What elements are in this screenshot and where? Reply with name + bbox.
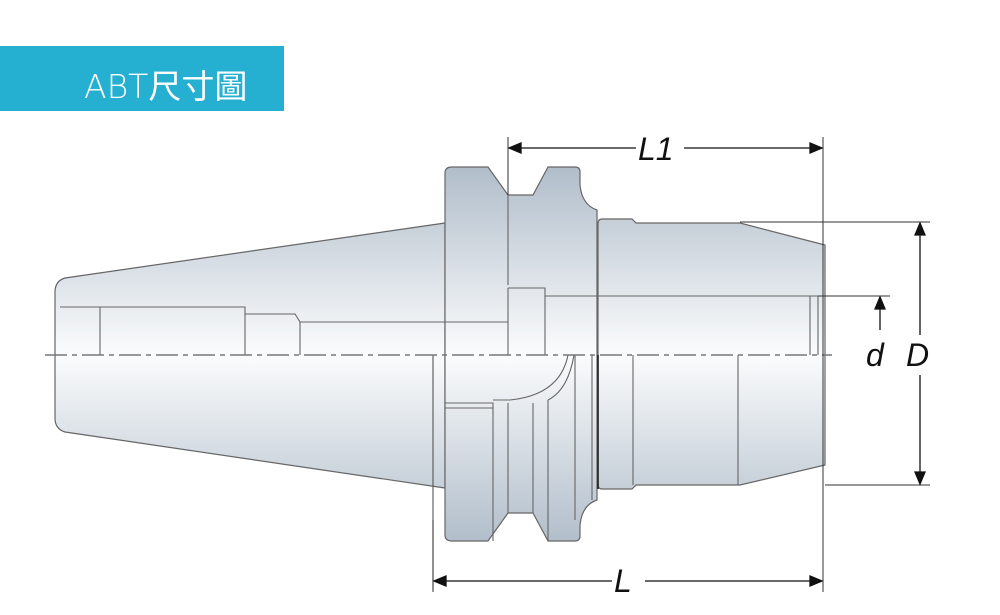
extension-lines <box>432 137 930 592</box>
dimension-D-line <box>914 221 926 486</box>
body <box>597 218 826 490</box>
section-title-banner: ABT尺寸圖 <box>0 46 284 111</box>
dimension-D-label: D <box>906 337 929 373</box>
dimension-L-line <box>432 575 824 587</box>
dimension-L1-line <box>507 142 824 154</box>
flange <box>444 166 598 542</box>
dimension-d-arrow <box>874 295 886 330</box>
dimension-d-label: d <box>866 337 885 373</box>
dimension-L-label: L <box>614 563 632 599</box>
dimension-L1-label: L1 <box>638 131 674 167</box>
section-title: ABT尺寸圖 <box>84 67 248 106</box>
internal-bore-lines <box>60 195 819 590</box>
